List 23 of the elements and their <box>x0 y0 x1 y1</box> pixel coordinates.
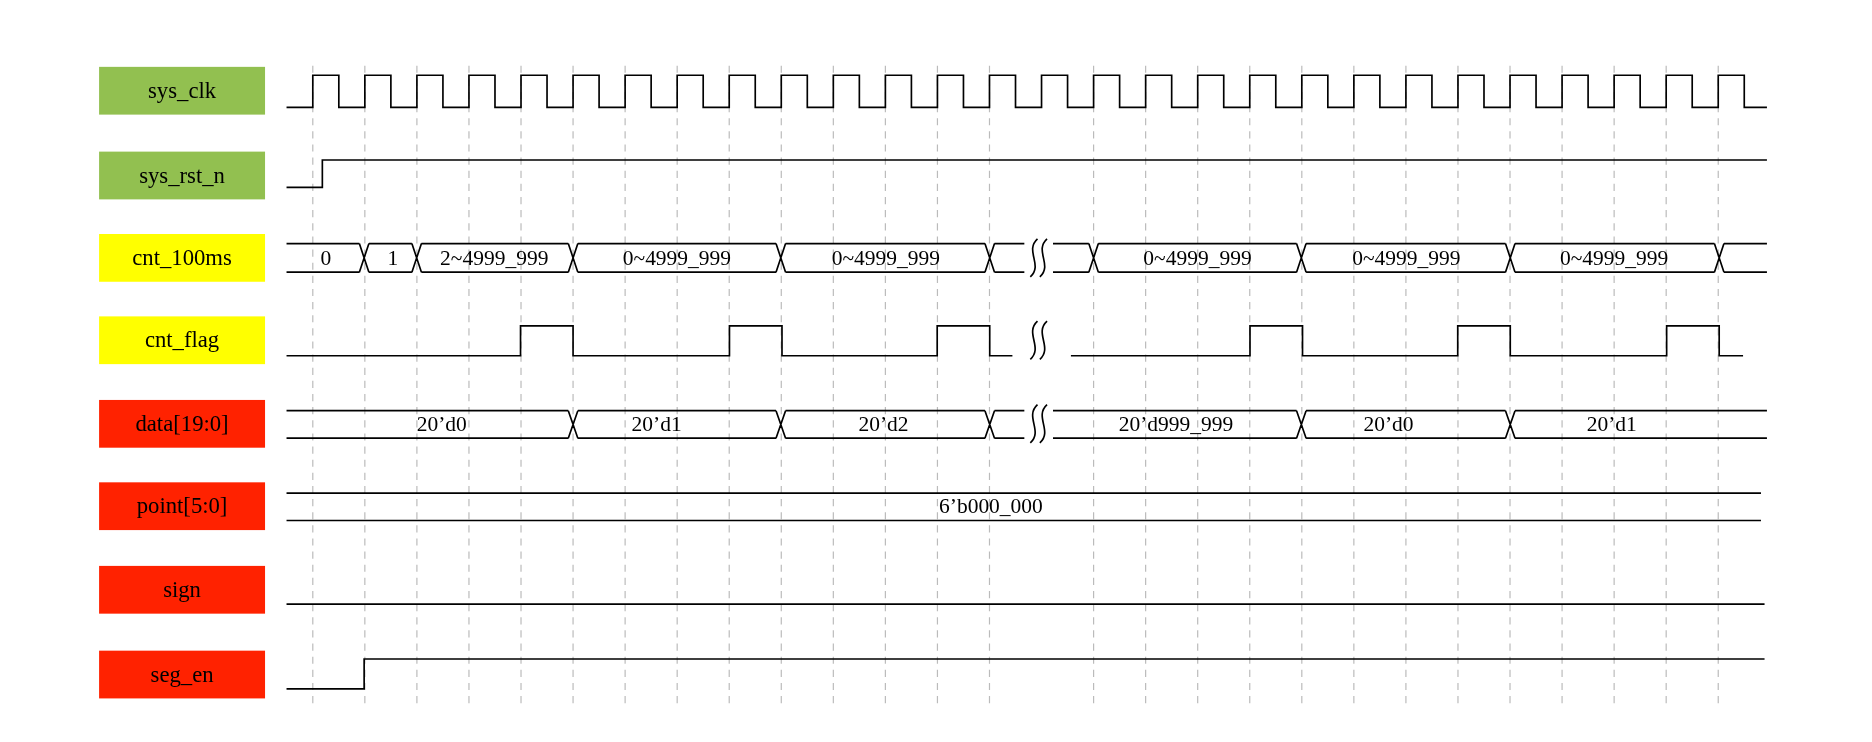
bus-value: 0 <box>320 247 332 269</box>
bus-value: 1 <box>387 247 399 269</box>
bus-value: 20’d999_999 <box>1118 413 1234 435</box>
bus-value: 20’d2 <box>858 413 909 435</box>
bus-value: 20’d0 <box>416 413 467 435</box>
signal-name-label: cnt_100ms <box>99 234 266 282</box>
bus-value: 0~4999_999 <box>1559 247 1669 269</box>
bus-value: 0~4999_999 <box>1143 247 1252 269</box>
signal-name-label: seg_en <box>99 650 266 699</box>
bus-value: 20’d1 <box>1586 413 1637 435</box>
bus-value: 20’d1 <box>631 413 682 435</box>
signal-name-label: point[5:0] <box>99 482 266 531</box>
signal-name-label: sys_clk <box>99 66 266 115</box>
signal-name-label: sys_rst_n <box>99 151 266 200</box>
signal-name-label: cnt_flag <box>99 316 266 365</box>
signal-name-label: sign <box>99 565 266 614</box>
signal-name-label: data[19:0] <box>99 399 266 448</box>
bus-value: 20’d0 <box>1363 413 1414 435</box>
bus-value: 2~4999_999 <box>440 247 549 269</box>
bus-value: 0~4999_999 <box>622 247 732 269</box>
bus-value: 6’b000_000 <box>939 495 1043 517</box>
bus-value: 0~4999_999 <box>1352 247 1461 269</box>
bus-value: 0~4999_999 <box>831 247 941 269</box>
